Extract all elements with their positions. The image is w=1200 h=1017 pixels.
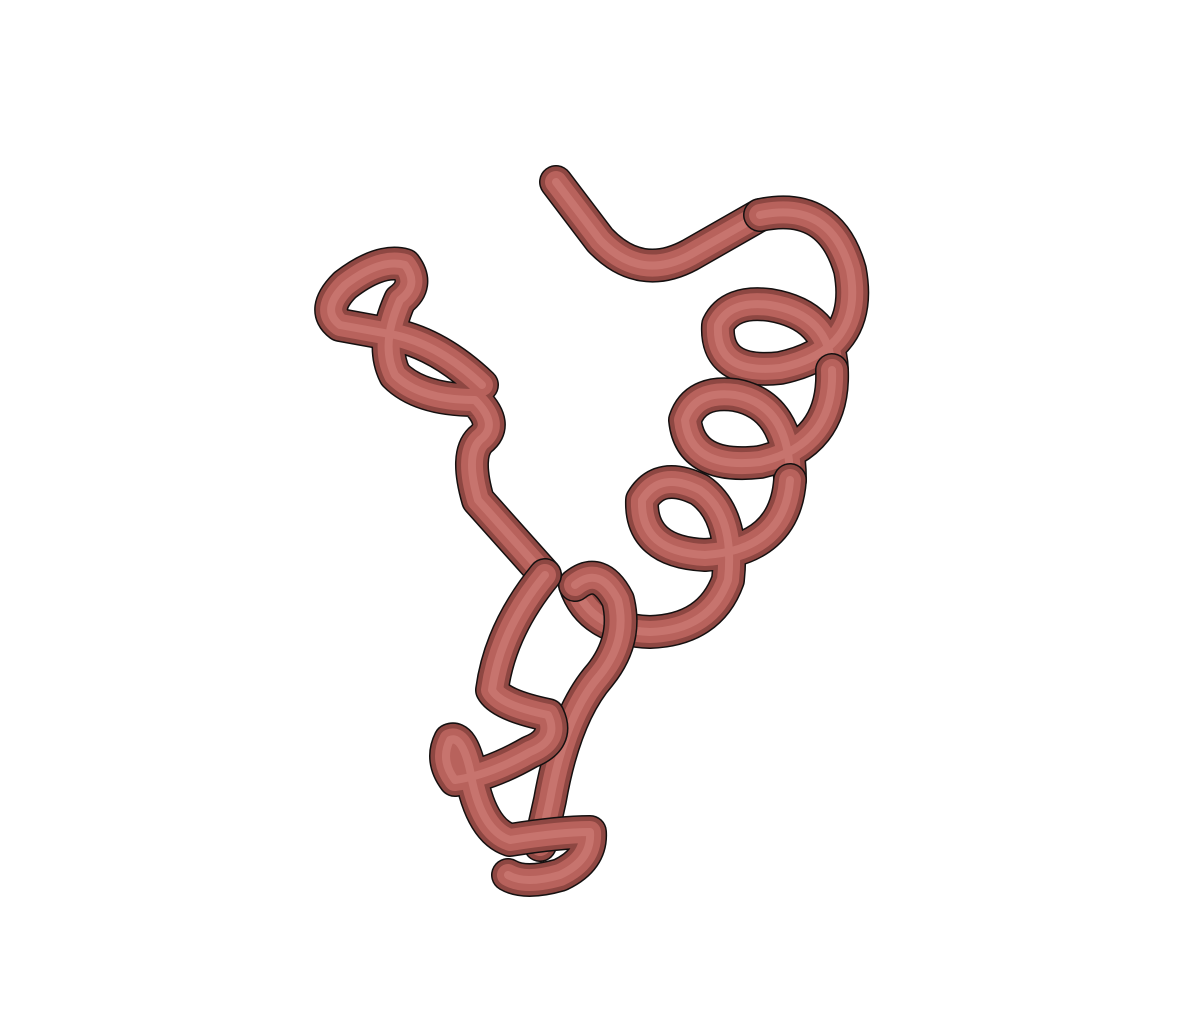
tube-segment-n-terminus-end <box>539 165 777 283</box>
tube-segment-lower-helix-turn <box>558 463 807 649</box>
tube-segment-upper-helix-turn <box>700 195 870 387</box>
tube-segment-middle-helix-turn <box>668 353 850 497</box>
tube-segment-lower-left-coil <box>429 558 608 897</box>
tube-segment-left-loop <box>314 246 562 592</box>
